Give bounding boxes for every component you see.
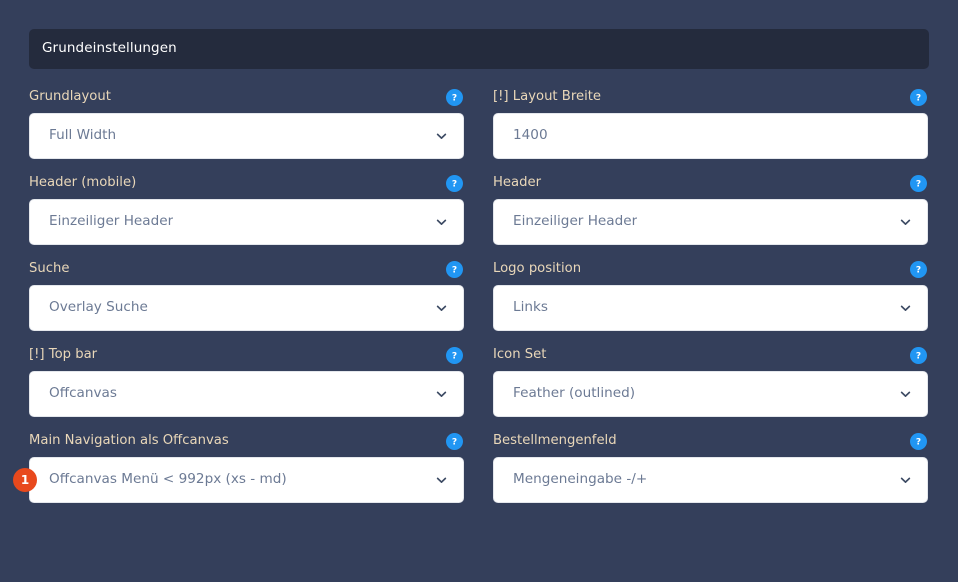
help-question-icon[interactable]: ?: [910, 88, 927, 106]
help-question-icon[interactable]: ?: [910, 346, 927, 364]
field-layout-breite: [!] Layout Breite? 1400: [493, 88, 928, 159]
svg-text:?: ?: [452, 437, 457, 447]
select-value-top-bar: Offcanvas: [49, 387, 117, 401]
input-layout-breite[interactable]: 1400: [493, 113, 928, 159]
help-question-icon[interactable]: ?: [910, 174, 927, 192]
chevron-down-icon: [899, 388, 912, 401]
field-icon-set: Icon Set? Feather (outlined): [493, 346, 928, 417]
notification-badge[interactable]: 1: [13, 468, 37, 492]
select-bestellmengenfeld[interactable]: Mengeneingabe -/+: [493, 457, 928, 503]
panel-header: Grundeinstellungen: [29, 29, 929, 69]
field-bestellmengenfeld: Bestellmengenfeld? Mengeneingabe -/+: [493, 432, 928, 503]
select-value-icon-set: Feather (outlined): [513, 387, 636, 401]
field-label-logo-position: Logo position: [493, 261, 582, 276]
field-label-main-navigation-als-offcanvas: Main Navigation als Offcanvas: [29, 433, 229, 448]
field-label-row: Header (mobile)?: [29, 174, 464, 192]
page-title: Grundeinstellungen: [42, 40, 177, 57]
settings-form-grid: Grundlayout? Full Width [!] Layout Breite?…: [13, 88, 929, 518]
input-value-layout-breite: 1400: [513, 129, 548, 143]
field-suche: Suche? Overlay Suche: [29, 260, 464, 331]
field-label-header: Header: [493, 175, 542, 190]
field-header-mobile: Header (mobile)? Einzeiliger Header: [29, 174, 464, 245]
field-label-row: Main Navigation als Offcanvas?: [29, 432, 464, 450]
field-label-row: [!] Layout Breite?: [493, 88, 928, 106]
select-main-navigation-als-offcanvas[interactable]: 1 Offcanvas Menü < 992px (xs - md): [13, 457, 464, 503]
select-top-bar[interactable]: Offcanvas: [29, 371, 464, 417]
field-label-row: Logo position?: [493, 260, 928, 278]
svg-text:?: ?: [916, 179, 921, 189]
help-question-icon[interactable]: ?: [446, 346, 463, 364]
chevron-down-icon: [435, 388, 448, 401]
select-value-logo-position: Links: [513, 301, 548, 315]
field-label-row: Bestellmengenfeld?: [493, 432, 928, 450]
field-label-layout-breite: [!] Layout Breite: [493, 89, 602, 104]
field-label-top-bar: [!] Top bar: [29, 347, 98, 362]
field-header: Header? Einzeiliger Header: [493, 174, 928, 245]
field-label-row: [!] Top bar?: [29, 346, 464, 364]
field-label-grundlayout: Grundlayout: [29, 89, 111, 104]
help-question-icon[interactable]: ?: [446, 432, 463, 450]
select-icon-set[interactable]: Feather (outlined): [493, 371, 928, 417]
select-value-suche: Overlay Suche: [49, 301, 148, 315]
help-question-icon[interactable]: ?: [446, 174, 463, 192]
svg-text:?: ?: [916, 265, 921, 275]
svg-text:?: ?: [452, 93, 457, 103]
field-label-row: Suche?: [29, 260, 464, 278]
select-suche[interactable]: Overlay Suche: [29, 285, 464, 331]
select-value-bestellmengenfeld: Mengeneingabe -/+: [513, 473, 648, 487]
svg-text:?: ?: [452, 351, 457, 361]
chevron-down-icon: [435, 130, 448, 143]
select-value-header: Einzeiliger Header: [513, 215, 638, 229]
select-header[interactable]: Einzeiliger Header: [493, 199, 928, 245]
field-label-row: Header?: [493, 174, 928, 192]
chevron-down-icon: [435, 302, 448, 315]
help-question-icon[interactable]: ?: [910, 260, 927, 278]
help-question-icon[interactable]: ?: [446, 88, 463, 106]
select-grundlayout[interactable]: Full Width: [29, 113, 464, 159]
field-label-row: Grundlayout?: [29, 88, 464, 106]
chevron-down-icon: [899, 216, 912, 229]
chevron-down-icon: [435, 216, 448, 229]
select-value-main-navigation-als-offcanvas: Offcanvas Menü < 992px (xs - md): [49, 473, 287, 487]
field-label-suche: Suche: [29, 261, 70, 276]
svg-text:?: ?: [916, 351, 921, 361]
field-label-row: Icon Set?: [493, 346, 928, 364]
select-logo-position[interactable]: Links: [493, 285, 928, 331]
select-value-grundlayout: Full Width: [49, 129, 117, 143]
svg-text:?: ?: [916, 93, 921, 103]
svg-text:?: ?: [916, 437, 921, 447]
chevron-down-icon: [899, 302, 912, 315]
select-header-mobile[interactable]: Einzeiliger Header: [29, 199, 464, 245]
svg-text:?: ?: [452, 179, 457, 189]
field-label-icon-set: Icon Set: [493, 347, 547, 362]
field-main-navigation-als-offcanvas: Main Navigation als Offcanvas? 1 Offcanvas…: [13, 432, 464, 503]
help-question-icon[interactable]: ?: [910, 432, 927, 450]
chevron-down-icon: [899, 474, 912, 487]
field-top-bar: [!] Top bar? Offcanvas: [29, 346, 464, 417]
field-grundlayout: Grundlayout? Full Width: [29, 88, 464, 159]
select-value-header-mobile: Einzeiliger Header: [49, 215, 174, 229]
field-label-header-mobile: Header (mobile): [29, 175, 137, 190]
field-logo-position: Logo position? Links: [493, 260, 928, 331]
help-question-icon[interactable]: ?: [446, 260, 463, 278]
field-label-bestellmengenfeld: Bestellmengenfeld: [493, 433, 617, 448]
svg-text:?: ?: [452, 265, 457, 275]
chevron-down-icon: [435, 474, 448, 487]
